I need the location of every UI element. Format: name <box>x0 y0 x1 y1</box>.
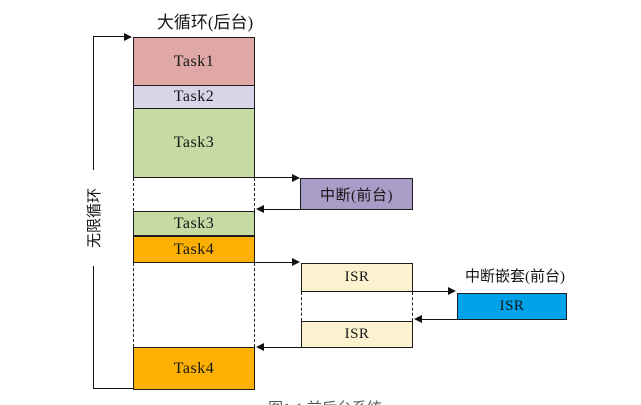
isr2-box: ISR <box>301 321 413 348</box>
arrow-line-to-interrupt <box>255 177 293 178</box>
task4-resume-box: Task4 <box>133 347 255 390</box>
task3-resume-label: Task3 <box>173 214 215 232</box>
task4-label: Task4 <box>173 240 215 258</box>
isr1-box: ISR <box>301 263 413 292</box>
isr-gap-dashed-left <box>301 292 302 321</box>
figure-caption-fragment: 图1-1 前后台系统 <box>225 397 425 405</box>
arrowhead-from-isr2-icon <box>256 343 264 351</box>
return-line-from-nested-isr <box>422 319 457 320</box>
arrowhead-to-nested-isr-icon <box>448 287 456 295</box>
preemption-gap-2 <box>133 263 255 347</box>
return-line-from-interrupt <box>262 209 300 210</box>
preemption-gap-1 <box>133 178 255 211</box>
arrowhead-from-nested-isr-icon <box>414 315 422 323</box>
arrowhead-to-isr1-icon <box>292 258 300 266</box>
loop-top-line <box>93 36 126 37</box>
nested-isr-label: ISR <box>499 298 525 314</box>
task2-label: Task2 <box>173 88 215 105</box>
interrupt-box: 中断(前台) <box>300 178 413 210</box>
task1-label: Task1 <box>173 52 215 70</box>
task3-box: Task3 <box>133 108 255 178</box>
loop-left-line-lower <box>93 266 94 389</box>
isr2-label: ISR <box>344 326 370 342</box>
task3-label: Task3 <box>173 134 215 151</box>
task4-box: Task4 <box>133 236 255 263</box>
task1-box: Task1 <box>133 37 255 86</box>
arrow-line-to-isr1 <box>255 262 294 263</box>
isr-gap-dashed-right <box>412 292 413 321</box>
return-line-from-isr2 <box>262 347 301 348</box>
task3-resume-box: Task3 <box>133 211 255 236</box>
nested-interrupt-title: 中断嵌套(前台) <box>465 269 565 285</box>
arrow-line-to-nested-isr <box>301 291 449 292</box>
arrowhead-to-interrupt-icon <box>292 174 300 182</box>
isr1-label: ISR <box>344 269 370 285</box>
task4-resume-label: Task4 <box>173 359 215 377</box>
nested-isr-box: ISR <box>457 293 567 320</box>
interrupt-label: 中断(前台) <box>320 187 393 204</box>
infinite-loop-label: 无限循环 <box>87 188 103 249</box>
main-loop-title: 大循环(后台) <box>156 13 254 32</box>
arrowhead-from-interrupt-icon <box>256 205 264 213</box>
task2-box: Task2 <box>133 85 255 109</box>
loop-arrowhead-icon <box>124 33 132 41</box>
loop-left-line-upper <box>93 36 94 170</box>
loop-bottom-line <box>93 388 134 389</box>
